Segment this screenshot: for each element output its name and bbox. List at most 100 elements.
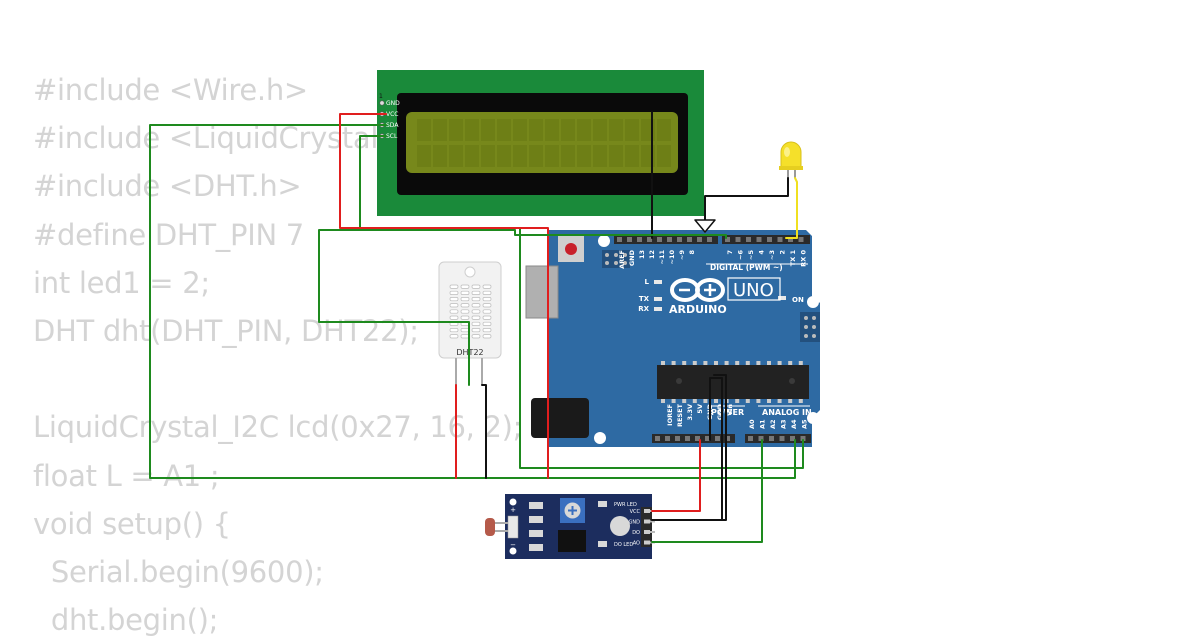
ldr-pin[interactable]	[644, 519, 650, 524]
header-pin-hole[interactable]	[758, 436, 764, 441]
ldr-pin[interactable]	[644, 540, 650, 545]
dht22-mount-hole	[464, 266, 476, 278]
wire-ldr-vcc[interactable]	[651, 439, 701, 512]
chip-leg	[671, 361, 676, 366]
header-pin-hole[interactable]	[667, 237, 672, 242]
header-pin-hole[interactable]	[725, 237, 730, 242]
header-pin-hole[interactable]	[767, 237, 772, 242]
code-line: int led1 = 2;	[33, 265, 210, 300]
header-pin-hole[interactable]	[677, 237, 682, 242]
chip-leg	[682, 361, 687, 366]
header-pin-hole[interactable]	[725, 436, 730, 441]
dht22-grille	[449, 284, 492, 339]
analog-pin-label: A3	[780, 419, 788, 429]
header-pin-hole[interactable]	[637, 237, 642, 242]
chip-leg	[788, 398, 793, 403]
chip-leg	[756, 398, 761, 403]
digital-pin-label: 12	[648, 250, 656, 259]
header-pin-hole[interactable]	[800, 436, 806, 441]
wire-led-anode[interactable]	[785, 177, 798, 239]
digital-pin-label: RX 0	[800, 250, 808, 267]
digital-pin-label: 4	[758, 250, 766, 255]
wire-dht-gnd[interactable]	[481, 384, 487, 479]
header-pin-hole[interactable]	[707, 237, 712, 242]
header-pin-hole[interactable]	[735, 237, 741, 242]
dht22-vent	[471, 297, 481, 302]
chip-leg	[671, 398, 676, 403]
dht22-sensor[interactable]: DHT22	[438, 261, 502, 385]
header-pin-hole[interactable]	[748, 436, 753, 441]
ldr-pin-label: DO	[632, 530, 640, 536]
lcd-pin[interactable]	[379, 100, 385, 106]
digital-pin-label: ~6	[737, 250, 745, 260]
header-pin-hole[interactable]	[779, 436, 785, 441]
wire-dht-data[interactable]	[318, 229, 727, 386]
header-pin-hole[interactable]	[788, 237, 793, 242]
wire-sda[interactable]	[149, 124, 796, 479]
dht22-vent	[482, 309, 492, 314]
lcd-char-cell	[513, 145, 527, 167]
chip-leg	[714, 361, 718, 366]
lcd-char-cell	[529, 145, 543, 167]
plus-mark: +	[510, 506, 516, 514]
header-pin-hole[interactable]	[687, 237, 692, 242]
dht22-vent	[449, 334, 459, 339]
lcd-char-cell	[497, 145, 511, 167]
yellow-led[interactable]	[779, 141, 803, 178]
reset-button-cap	[565, 243, 577, 255]
uno-box	[727, 277, 781, 301]
header-pin-hole[interactable]	[685, 436, 690, 441]
header-pin-hole[interactable]	[798, 237, 804, 242]
header-pin-hole[interactable]	[697, 237, 702, 242]
header-pin-hole[interactable]	[756, 237, 762, 242]
chip-leg	[777, 361, 782, 366]
header-pin-hole[interactable]	[777, 237, 783, 242]
header-pin-hole[interactable]	[647, 237, 652, 242]
header-pin-hole[interactable]	[657, 237, 662, 242]
uno-label: UNO	[733, 280, 774, 301]
lcd-char-cell	[433, 145, 447, 167]
header-pin-hole[interactable]	[655, 436, 660, 441]
status-led	[654, 307, 662, 311]
wire-led-cathode[interactable]	[704, 177, 789, 229]
ldr-pin[interactable]	[644, 530, 650, 534]
led-body	[780, 141, 802, 169]
header-pin-hole[interactable]	[665, 436, 670, 441]
header-pin-hole[interactable]	[769, 436, 774, 441]
ldr-pin[interactable]	[644, 509, 650, 513]
wire-ldr-ao[interactable]	[651, 439, 763, 543]
status-led-label: TX	[639, 295, 650, 303]
header-pin-hole[interactable]	[715, 436, 720, 441]
header-pin-hole[interactable]	[746, 237, 751, 242]
chip-leg	[703, 361, 708, 366]
header-pin-hole[interactable]	[675, 436, 680, 441]
header-pin-hole[interactable]	[705, 436, 710, 441]
wire-ldr-gnd-2[interactable]	[651, 374, 727, 521]
chip-leg	[756, 361, 761, 366]
header-pin-hole[interactable]	[627, 237, 632, 242]
dht22-vent	[482, 315, 492, 320]
header-pin-hole[interactable]	[617, 237, 622, 242]
wire-lcd-vcc[interactable]	[339, 113, 549, 479]
header-pin-hole[interactable]	[790, 436, 795, 441]
code-line: DHT dht(DHT_PIN, DHT22);	[33, 313, 419, 348]
status-led	[654, 297, 662, 301]
header-pin-hole[interactable]	[695, 436, 700, 441]
icsp-header-top	[602, 250, 630, 268]
chip-leg	[692, 398, 697, 403]
dht22-vent	[482, 290, 492, 295]
code-line: #include <Wire.h>	[33, 73, 308, 107]
lcd-char-cell	[449, 145, 463, 167]
resistor	[529, 502, 543, 509]
lcd-char-cell	[481, 145, 495, 167]
digital-pin-label: 8	[688, 250, 696, 255]
photoresistor	[485, 518, 495, 536]
digital-pin-label: ~10	[668, 250, 676, 265]
lcd-char-cell	[513, 119, 527, 141]
dht22-vent	[460, 309, 470, 314]
dht22-vent	[449, 297, 459, 302]
chip-leg	[798, 361, 803, 366]
